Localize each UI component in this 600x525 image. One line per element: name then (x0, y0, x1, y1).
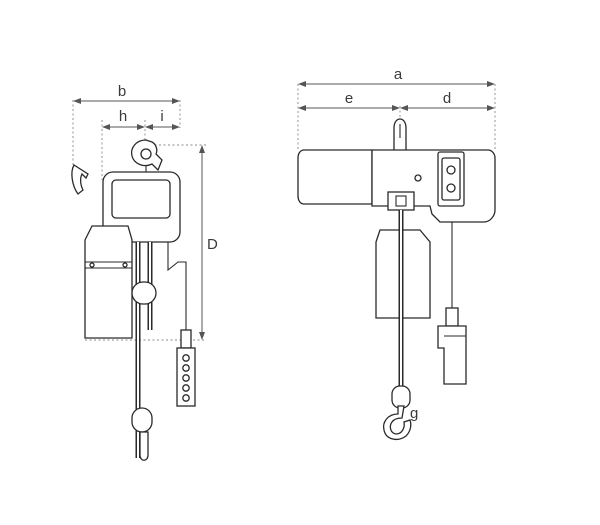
dimension-D: D (85, 144, 218, 341)
front-hook-block (391, 385, 411, 409)
front-pendant (437, 222, 467, 385)
chain-stop-lower (131, 407, 153, 433)
front-bottom-hook (382, 405, 412, 441)
side-motor (84, 225, 133, 339)
front-chain-guide (387, 191, 415, 211)
label-h: h (119, 108, 127, 125)
chain-stop-upper (131, 281, 157, 305)
dimension-h: h (101, 108, 146, 180)
front-housing-center (371, 149, 496, 223)
side-housing-window (111, 179, 171, 219)
label-b: b (118, 83, 126, 100)
top-hook (130, 139, 163, 172)
label-d: d (443, 90, 451, 107)
front-housing (297, 149, 373, 205)
label-D: D (207, 236, 218, 253)
dimension-e: e (298, 90, 401, 118)
pendant-bracket (167, 242, 187, 320)
label-i: i (160, 108, 163, 125)
dimension-d: d (400, 90, 495, 111)
label-e: e (345, 90, 353, 107)
side-pendant (176, 320, 196, 407)
dimension-i: i (145, 108, 180, 130)
front-control-box (437, 151, 465, 207)
dimension-b: b (72, 83, 181, 170)
label-a: a (394, 66, 403, 83)
dimension-a: a (297, 66, 496, 150)
side-view: b h i D (71, 83, 218, 461)
hook-clip-part (71, 164, 89, 195)
label-g: g (410, 405, 418, 422)
front-view: a e d (297, 66, 496, 441)
